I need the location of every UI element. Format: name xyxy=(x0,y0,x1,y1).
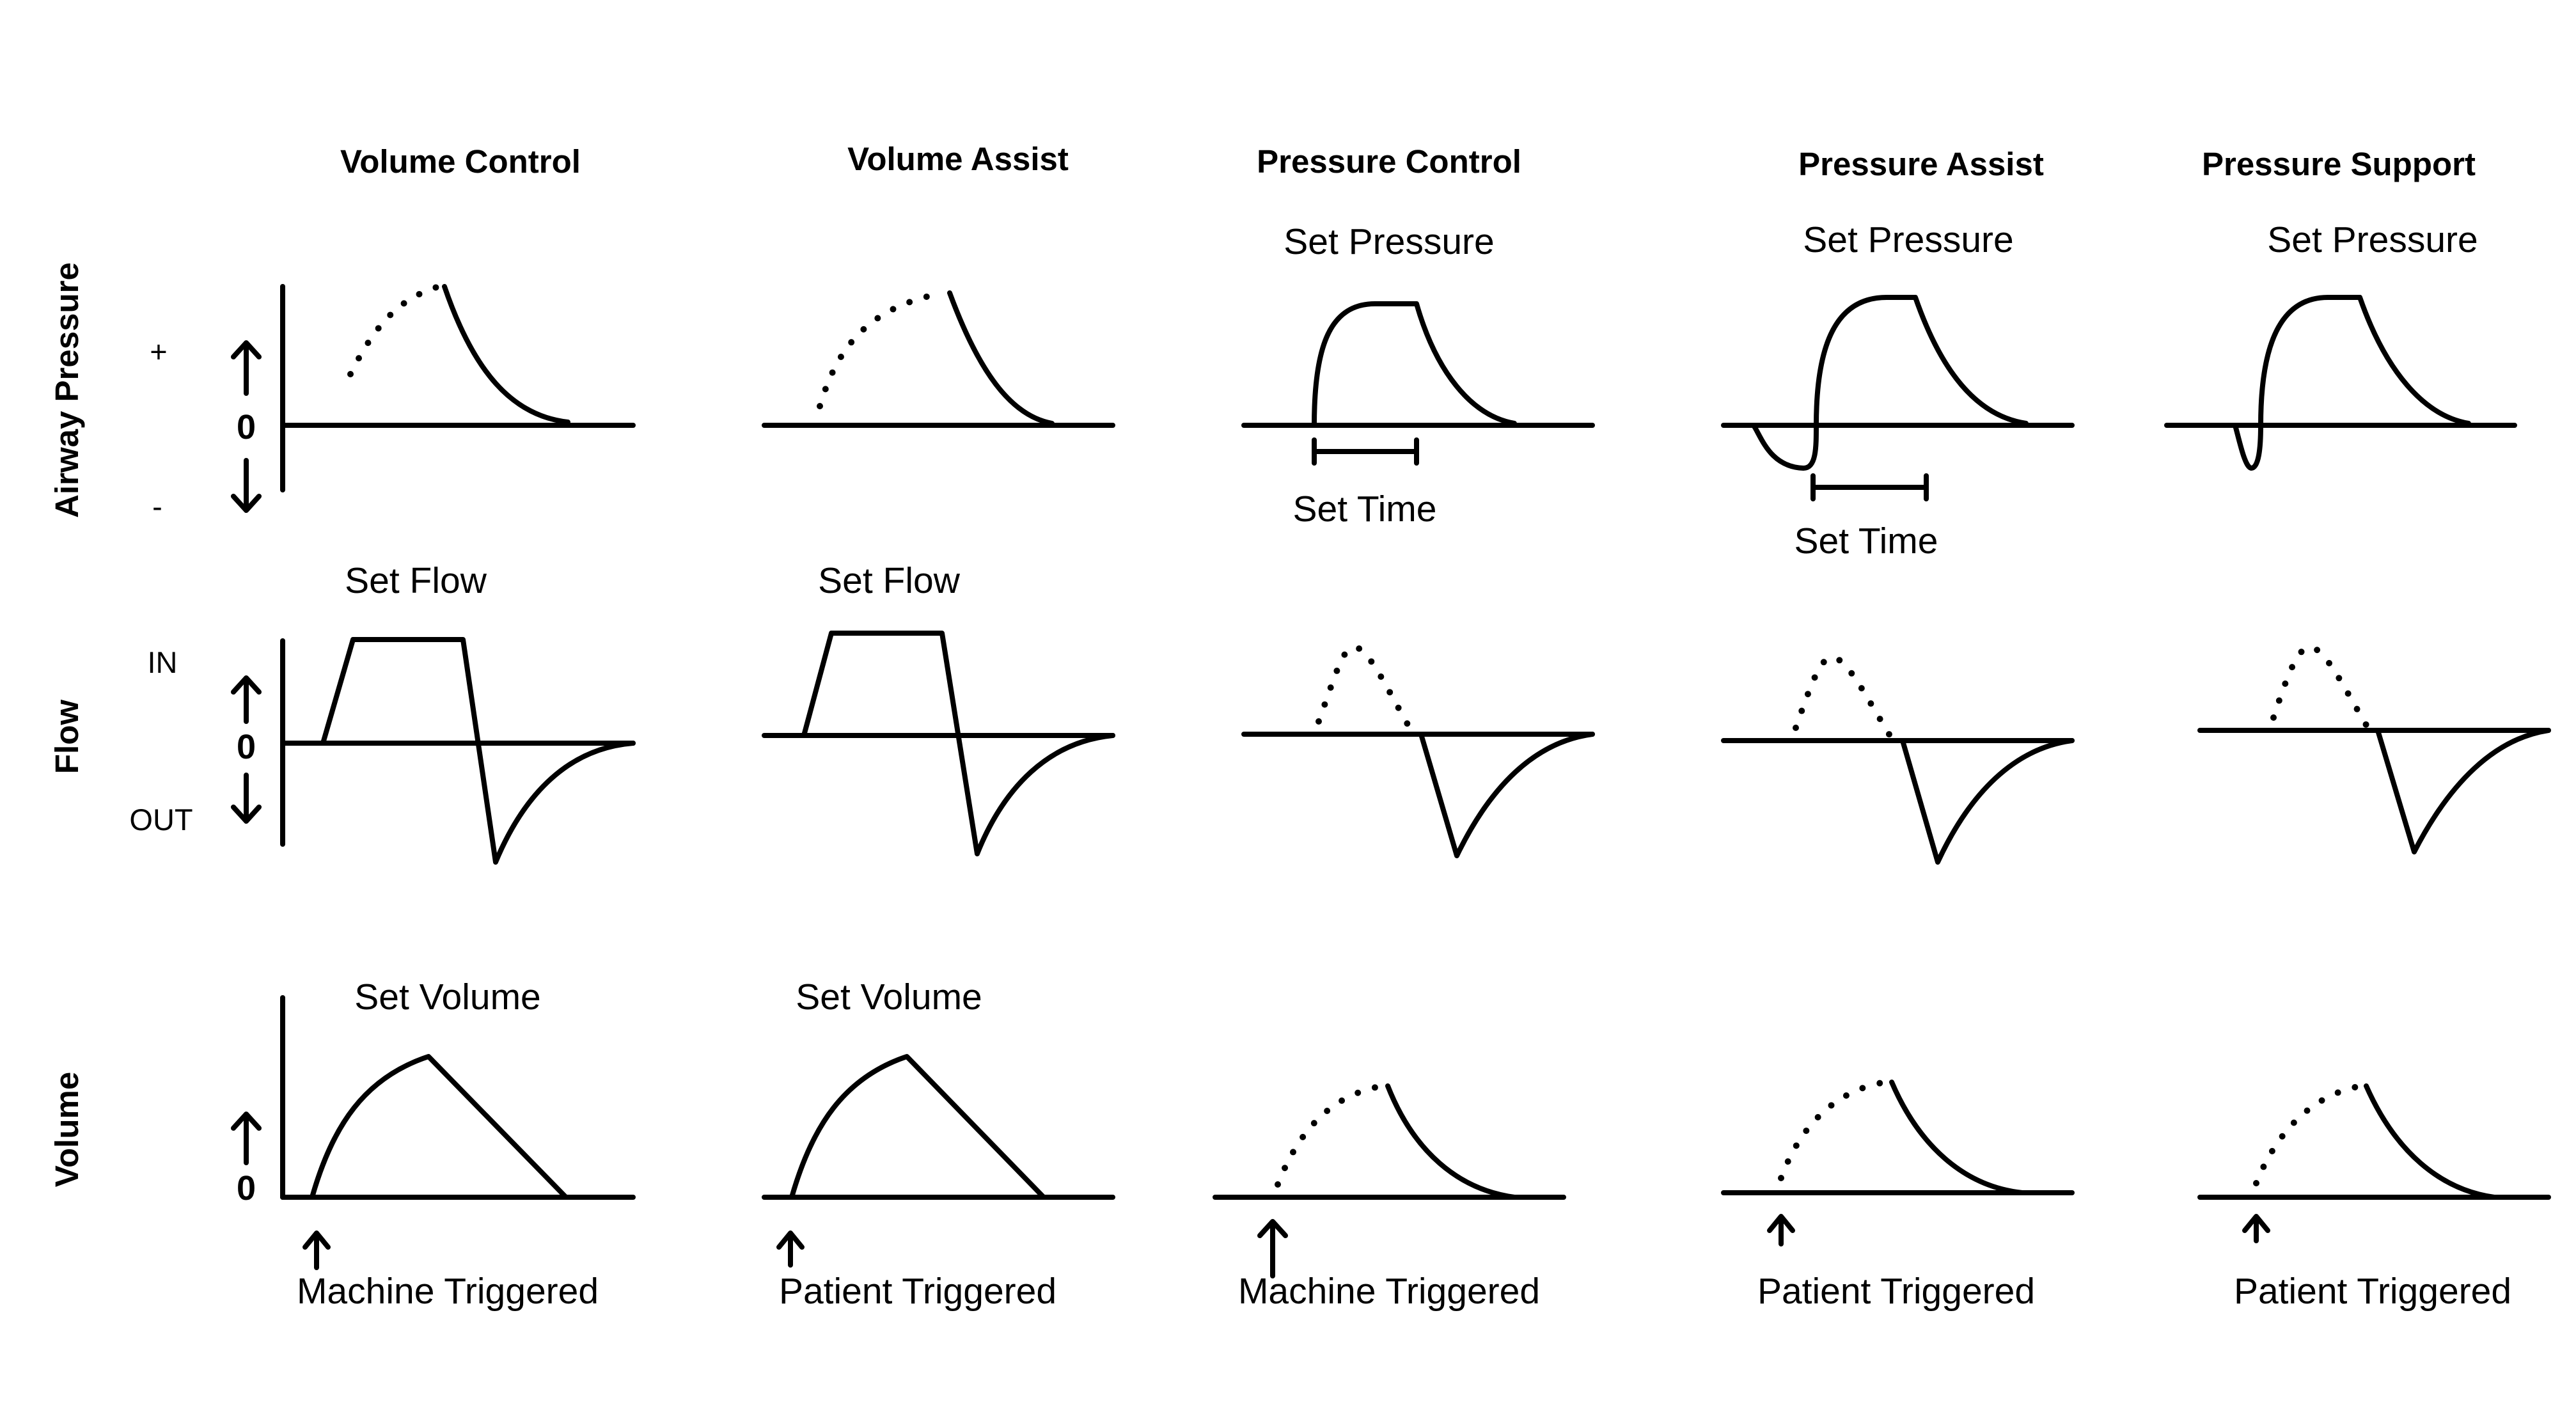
pressure-waveform xyxy=(1751,295,2029,471)
axis-plus-label: + xyxy=(150,334,167,368)
pressure-decay-curve xyxy=(947,290,1055,426)
trigger-arrow-icon xyxy=(1767,1214,1795,1246)
pressure-down-arrow-icon xyxy=(231,458,262,513)
trigger-arrow-icon xyxy=(1257,1219,1288,1278)
pressure-rise-dotted xyxy=(817,290,946,409)
flow-zero-label: 0 xyxy=(237,728,256,766)
column-title-pressure-assist: Pressure Assist xyxy=(1798,146,2044,182)
row-label-airway-pressure: Airway Pressure xyxy=(49,262,85,518)
trigger-arrow-icon xyxy=(2242,1214,2270,1243)
set-volume-label: Set Volume xyxy=(354,977,541,1018)
pressure-rise-dotted xyxy=(347,283,442,377)
flow-inspiration-dotted xyxy=(1315,643,1417,737)
volume-rise-dotted xyxy=(1778,1079,1889,1181)
set-pressure-label: Set Pressure xyxy=(1803,219,2013,260)
column-title-volume-control: Volume Control xyxy=(340,143,581,180)
volume-waveform xyxy=(789,1054,1046,1200)
set-time-bracket xyxy=(1810,473,1929,501)
flow-inspiration-dotted xyxy=(1793,654,1896,744)
row-label-flow: Flow xyxy=(49,700,85,774)
pressure-control-waveforms: Set Pressure Set Time Machine Triggered xyxy=(1213,221,1595,1312)
flow-up-arrow-icon xyxy=(231,675,262,724)
row-label-volume: Volume xyxy=(49,1072,85,1187)
pressure-decay-curve xyxy=(442,284,570,425)
flow-inspiration-dotted xyxy=(2270,643,2373,734)
volume-rise-dotted xyxy=(2253,1083,2364,1186)
column-title-pressure-support: Pressure Support xyxy=(2202,146,2476,182)
flow-axis: IN 0 OUT xyxy=(129,638,285,847)
volume-rise-dotted xyxy=(1275,1083,1386,1188)
trigger-label: Machine Triggered xyxy=(1238,1271,1540,1312)
pressure-assist-waveforms: Set Pressure Set Time Patient Triggered xyxy=(1721,219,2075,1312)
pressure-axis: + 0 - xyxy=(150,284,285,523)
trigger-label: Machine Triggered xyxy=(297,1271,599,1312)
volume-decay-curve xyxy=(2364,1083,2497,1200)
volume-control-waveforms: Set Flow Set Volume Machine Triggered xyxy=(280,283,636,1312)
flow-expiration-curve xyxy=(1418,732,1595,858)
flow-waveform xyxy=(320,637,636,865)
volume-decay-curve xyxy=(1385,1083,1517,1200)
flow-expiration-curve xyxy=(1900,738,2075,865)
flow-down-arrow-icon xyxy=(231,773,262,824)
column-title-pressure-control: Pressure Control xyxy=(1257,143,1521,180)
axis-minus-label: - xyxy=(152,489,162,523)
flow-in-label: IN xyxy=(148,645,178,679)
trigger-label: Patient Triggered xyxy=(1757,1271,2035,1312)
trigger-arrow-icon xyxy=(302,1230,331,1270)
flow-waveform xyxy=(801,631,1115,856)
volume-decay-curve xyxy=(1889,1080,2025,1195)
volume-up-arrow-icon xyxy=(231,1112,262,1165)
trigger-arrow-icon xyxy=(776,1230,805,1268)
trigger-label: Patient Triggered xyxy=(779,1271,1056,1312)
set-time-bracket xyxy=(1312,437,1419,466)
set-pressure-label: Set Pressure xyxy=(1284,221,1494,262)
volume-zero-label: 0 xyxy=(237,1169,256,1207)
volume-waveform xyxy=(310,1054,569,1200)
column-title-volume-assist: Volume Assist xyxy=(847,141,1069,177)
pressure-waveform xyxy=(2233,295,2471,471)
pressure-zero-label: 0 xyxy=(237,408,256,446)
volume-axis: 0 xyxy=(231,995,285,1207)
pressure-waveform xyxy=(1312,301,1517,428)
pressure-up-arrow-icon xyxy=(231,340,262,396)
set-time-label: Set Time xyxy=(1795,521,1938,562)
flow-out-label: OUT xyxy=(129,803,192,837)
set-flow-label: Set Flow xyxy=(818,560,961,601)
trigger-label: Patient Triggered xyxy=(2234,1271,2511,1312)
set-pressure-label: Set Pressure xyxy=(2267,219,2478,260)
pressure-support-waveforms: Set Pressure Patient Triggered xyxy=(2164,219,2551,1312)
set-time-label: Set Time xyxy=(1293,489,1437,530)
volume-assist-waveforms: Set Flow Set Volume Patient Triggered xyxy=(762,290,1115,1312)
flow-expiration-curve xyxy=(2375,728,2551,854)
set-flow-label: Set Flow xyxy=(345,560,487,601)
set-volume-label: Set Volume xyxy=(796,977,982,1018)
